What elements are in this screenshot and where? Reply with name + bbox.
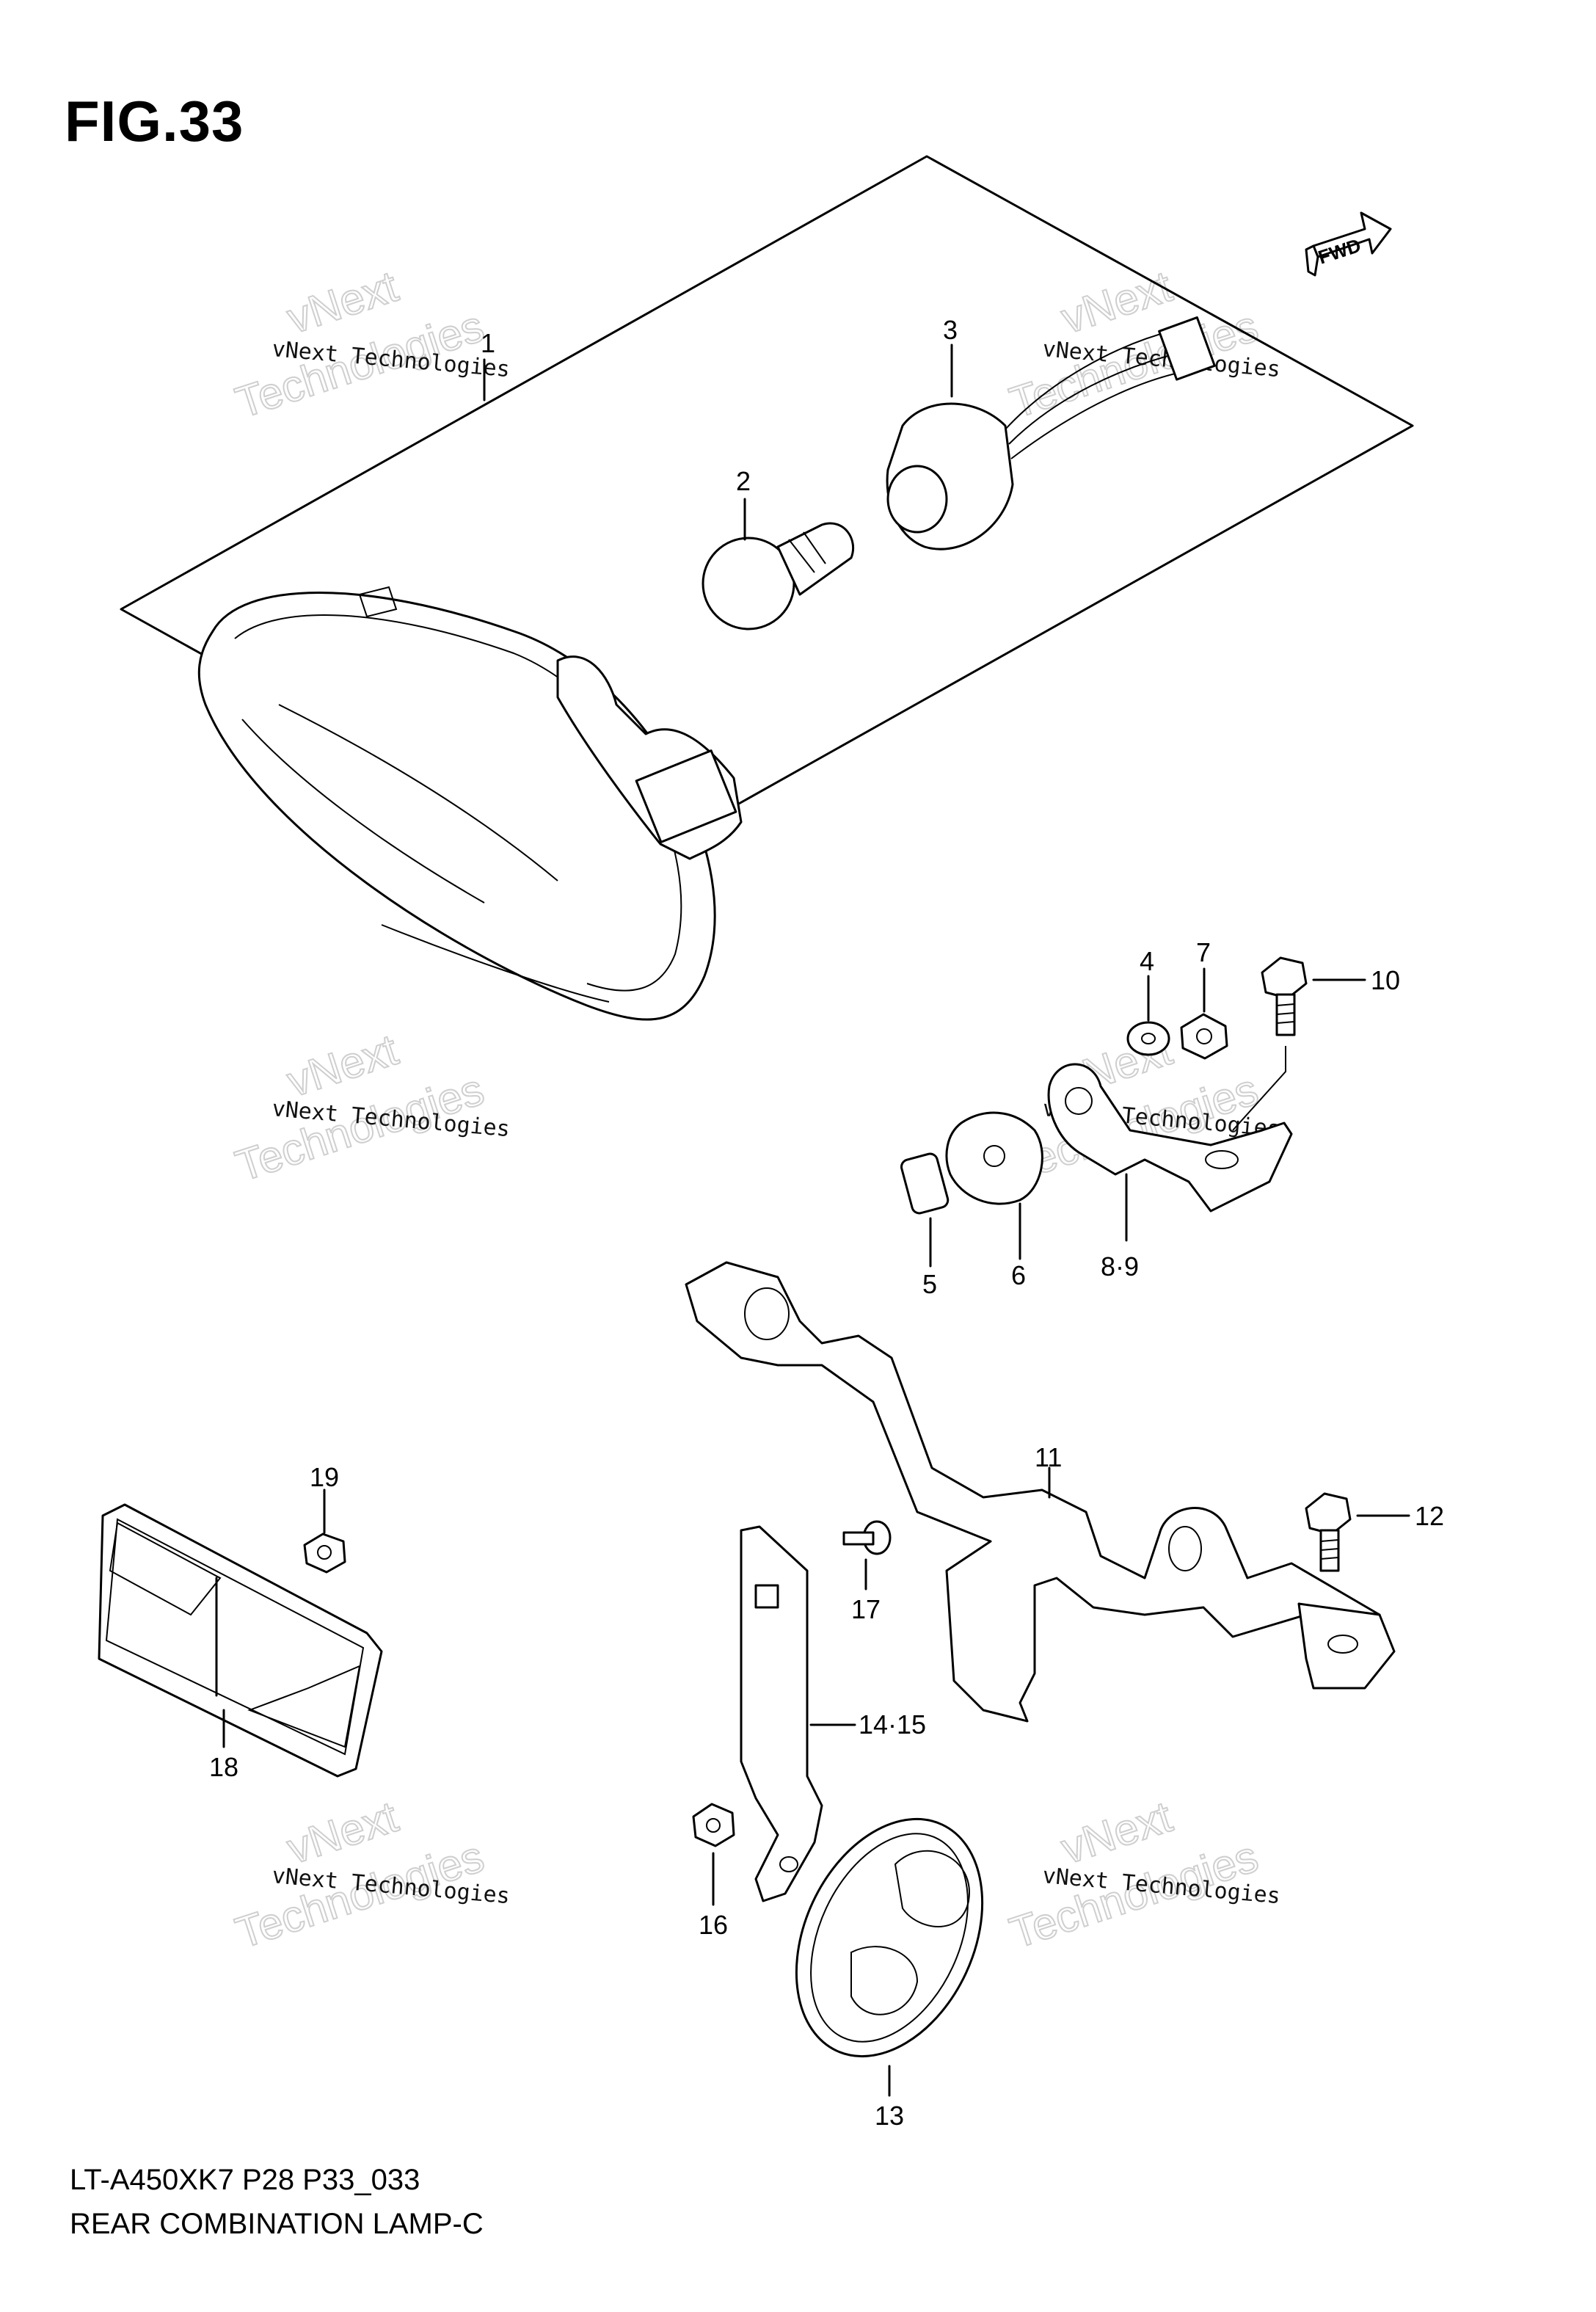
main-bracket-part-11 — [685, 1261, 1396, 1723]
callout-8-9: 8·9 — [1101, 1251, 1139, 1282]
callout-10: 10 — [1371, 965, 1400, 995]
socket — [886, 316, 1216, 550]
callout-3: 3 — [943, 315, 958, 345]
bolt-part-10 — [1232, 956, 1366, 1131]
diagram-caption: REAR COMBINATION LAMP-C — [70, 2208, 484, 2240]
callout-7: 7 — [1196, 937, 1211, 967]
screw-part-17 — [842, 1520, 892, 1591]
model-code: LT-A450XK7 P28 P33_033 — [70, 2164, 420, 2196]
bulb — [702, 498, 855, 630]
watermark-mid-left: Technologies vNext vNext Technologies — [229, 1024, 511, 1191]
callout-1: 1 — [481, 328, 495, 358]
callout-2: 2 — [736, 466, 751, 496]
callout-19: 19 — [310, 1462, 339, 1492]
callout-18: 18 — [209, 1752, 238, 1782]
bracket-part-8-9 — [1047, 1063, 1293, 1242]
washer-part-4 — [1126, 975, 1170, 1056]
callout-11: 11 — [1035, 1442, 1062, 1472]
stay-part-14-15 — [740, 1525, 856, 1902]
collar-part-5 — [900, 1152, 950, 1268]
nut-part-16 — [692, 1803, 735, 1906]
watermark-top-left: Technologies vNext vNext Technologies — [229, 261, 511, 428]
callout-17: 17 — [851, 1594, 881, 1624]
callout-16: 16 — [699, 1910, 728, 1940]
callout-13: 13 — [875, 2101, 904, 2131]
rect-reflector-part-18 — [98, 1503, 383, 1778]
callout-4: 4 — [1140, 946, 1154, 976]
watermark-top-right: Technologies vNext vNext Technologies — [1003, 261, 1281, 428]
lamp-housing — [197, 586, 743, 1021]
fwd-arrow-icon: FWD — [1305, 211, 1392, 277]
nut-part-19 — [303, 1488, 346, 1574]
callout-5: 5 — [922, 1269, 937, 1299]
nut-part-7 — [1180, 967, 1228, 1060]
callout-6: 6 — [1011, 1260, 1026, 1290]
callout-14-15: 14·15 — [859, 1709, 926, 1740]
watermark-bottom-right: Technologies vNext vNext Technologies — [1003, 1791, 1281, 1958]
watermark-bottom-left: Technologies vNext vNext Technologies — [229, 1791, 511, 1958]
svg-text:FWD: FWD — [1316, 234, 1364, 269]
round-reflector-part-13 — [795, 1817, 984, 2097]
bolt-part-12 — [1305, 1492, 1410, 1572]
grommet-part-6 — [945, 1111, 1043, 1260]
callout-12: 12 — [1415, 1501, 1444, 1531]
figure-title: FIG.33 — [65, 89, 244, 153]
